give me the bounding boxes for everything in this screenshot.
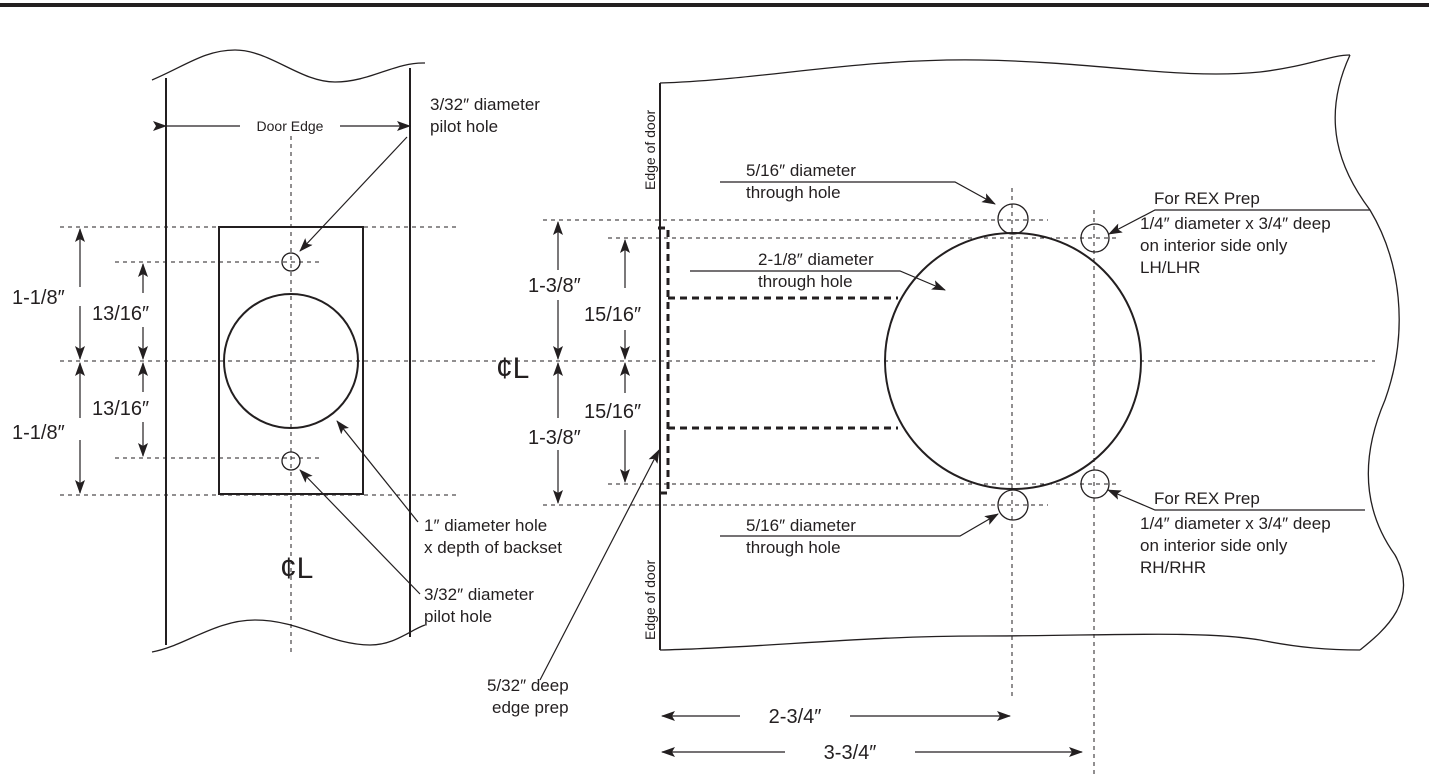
leader-pilot-bottom: [299, 469, 421, 595]
through-hole-top-line1: 5/16″ diameter: [746, 161, 856, 180]
rex-hole-bottom: [1080, 469, 1110, 499]
dim-outer-top: 1-1/8″: [12, 287, 65, 309]
main-hole-line1: 2-1/8″ diameter: [758, 250, 874, 269]
edge-of-door-top: Edge of door: [642, 109, 658, 190]
door-edge-label: Door Edge: [257, 118, 324, 134]
through-hole-bottom-line1: 5/16″ diameter: [746, 516, 856, 535]
dim-inner-bottom: 13/16″: [92, 398, 149, 420]
leader-rex-top: [1108, 209, 1370, 235]
rex-bottom-line2: 1/4″ diameter x 3/4″ deep: [1140, 514, 1331, 533]
edge-prep-line1: 5/32″ deep: [487, 676, 569, 695]
rex-top-line3: on interior side only: [1140, 236, 1288, 255]
leader-main-hole: [690, 270, 946, 291]
dim-inner-bottom: 15/16″: [584, 401, 641, 423]
backset-hole-line1: 1″ diameter hole: [424, 516, 547, 535]
pilot-hole-top: [281, 252, 301, 272]
main-hole-line2: through hole: [758, 272, 853, 291]
pilot-hole-bottom-line1: 3/32″ diameter: [424, 585, 534, 604]
rex-bottom-line3: on interior side only: [1140, 536, 1288, 555]
dim-outer-bottom: 1-3/8″: [528, 427, 581, 449]
edge-prep-outline: [658, 226, 670, 495]
through-hole-bottom-line2: through hole: [746, 538, 841, 557]
dim-backset: 2-3/4″: [769, 706, 822, 728]
main-bore-hole: [884, 232, 1142, 490]
through-hole-bottom: [997, 489, 1029, 521]
dim-inner-top: 15/16″: [584, 304, 641, 326]
door-right-break-line: [1334, 54, 1405, 651]
rex-bottom-line1: For REX Prep: [1154, 489, 1260, 508]
pilot-hole-top-line2: pilot hole: [430, 117, 498, 136]
break-line-bottom: [151, 619, 426, 653]
left-centerline-symbol: ¢L: [280, 552, 313, 585]
through-hole-top: [997, 203, 1029, 235]
dim-inner-top: 13/16″: [92, 303, 149, 325]
backset-hole: [223, 293, 359, 429]
edge-prep-line2: edge prep: [492, 698, 569, 717]
door-top-break-line: [659, 54, 1351, 84]
pilot-hole-top-line1: 3/32″ diameter: [430, 95, 540, 114]
edge-of-door-bottom: Edge of door: [642, 559, 658, 640]
leader-backset-hole: [336, 420, 419, 523]
leader-edge-prep: [539, 449, 660, 681]
leader-through-hole-top: [720, 181, 996, 205]
leader-through-hole-bottom: [720, 513, 999, 537]
right-centerline-symbol: ¢L: [496, 352, 529, 385]
rex-top-line4: LH/LHR: [1140, 258, 1200, 277]
right-door-face-view: Edge of door Edge of door: [487, 54, 1405, 775]
leader-rex-bottom: [1107, 489, 1365, 511]
dim-outer-top: 1-3/8″: [528, 275, 581, 297]
rex-bottom-line4: RH/RHR: [1140, 558, 1206, 577]
pilot-hole-bottom-line2: pilot hole: [424, 607, 492, 626]
through-hole-top-line2: through hole: [746, 183, 841, 202]
dim-rex: 3-3/4″: [824, 742, 877, 764]
rex-hole-top: [1080, 223, 1110, 253]
pilot-hole-bottom: [281, 451, 301, 471]
door-bottom-break-line: [659, 633, 1361, 651]
rex-top-line1: For REX Prep: [1154, 189, 1260, 208]
leader-pilot-top: [299, 136, 408, 252]
strike-plate-outline: [218, 226, 364, 495]
break-line-top: [151, 49, 426, 83]
dim-outer-bottom: 1-1/8″: [12, 422, 65, 444]
backset-hole-line2: x depth of backset: [424, 538, 562, 557]
left-door-edge-view: Door Edge 1-1/8″ 13/16″ 13/16″ 1-1/8″: [12, 49, 1375, 655]
rex-top-line2: 1/4″ diameter x 3/4″ deep: [1140, 214, 1331, 233]
